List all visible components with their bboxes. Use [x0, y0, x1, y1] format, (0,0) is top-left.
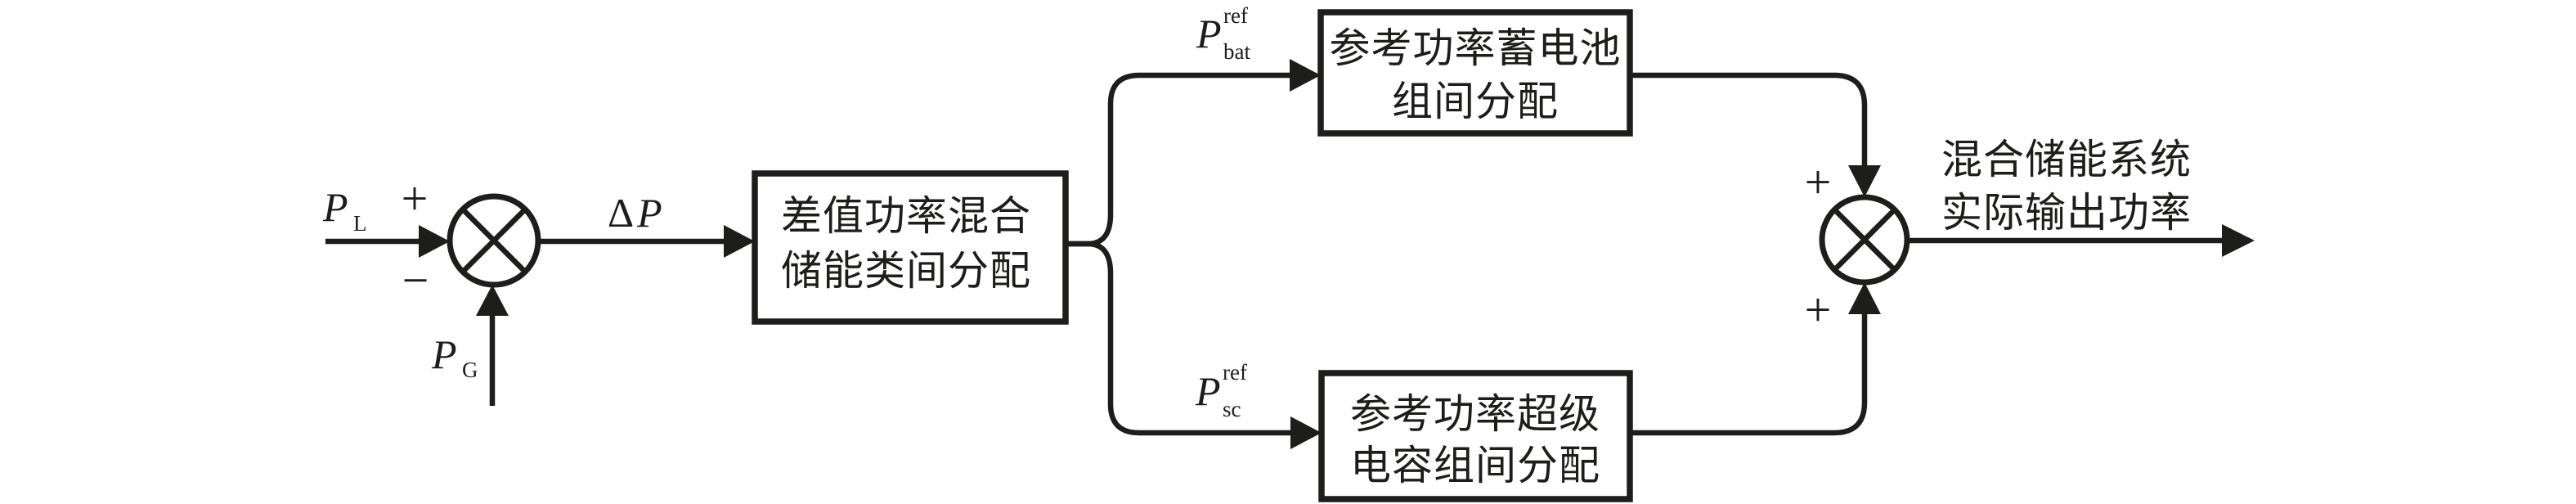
wire-fork-top [1066, 72, 1293, 247]
arrowhead-gen-input [476, 285, 509, 316]
block-class-allocation-box [752, 170, 1069, 325]
wire-supercap-output [1630, 313, 1868, 436]
output-label-line2: 实际输出功率 [1941, 190, 2192, 236]
block-battery-allocation-box [1317, 9, 1633, 137]
block-battery-allocation-line1: 参考功率蓄电池 [1330, 25, 1622, 71]
block-class-allocation-line2: 储能类间分配 [781, 248, 1031, 294]
label-load-power-base: P [322, 184, 348, 230]
sign-sum1-minus: − [402, 254, 429, 307]
block-battery-allocation-line2: 组间分配 [1392, 79, 1559, 124]
summing-junction-1 [447, 193, 541, 288]
arrowhead-sum2-top [1848, 165, 1881, 197]
label-gen-power-sub: G [462, 358, 478, 382]
arrowhead-system-output [2222, 224, 2255, 257]
block-class-allocation: 差值功率混合 储能类间分配 [752, 170, 1069, 325]
summing-junction-2 [1819, 194, 1910, 286]
block-battery-allocation: 参考功率蓄电池 组间分配 [1317, 9, 1633, 137]
label-load-power: P L [322, 184, 367, 236]
label-battery-ref-sup: ref [1223, 3, 1248, 28]
label-supercap-ref-power: P ref sc [1195, 360, 1250, 421]
label-supercap-ref-sub: sc [1223, 397, 1241, 421]
label-gen-power-base: P [431, 331, 457, 377]
arrowhead-battery-input [1290, 59, 1321, 92]
wire-battery-output [1630, 72, 1868, 169]
sign-sum2-bottom-plus: + [1805, 283, 1832, 336]
arrowhead-sum2-bottom [1848, 282, 1881, 314]
label-delta-power-base: P [636, 190, 662, 236]
label-gen-power: P G [431, 331, 478, 382]
summing-junction-1-cross-b [460, 207, 527, 274]
block-supercap-allocation-line1: 参考功率超级 [1350, 391, 1600, 437]
output-label: 混合储能系统 实际输出功率 [1941, 137, 2192, 236]
label-delta-power-prefix: Δ [608, 190, 634, 236]
wire-fork-bottom [1066, 241, 1293, 436]
label-supercap-ref-sup: ref [1223, 360, 1247, 385]
label-supercap-ref-base: P [1195, 368, 1221, 414]
block-class-allocation-line1: 差值功率混合 [781, 193, 1031, 239]
label-battery-ref-base: P [1196, 11, 1222, 56]
sign-sum1-plus: + [402, 172, 429, 225]
arrowhead-load-input [419, 225, 450, 258]
label-battery-ref-sub: bat [1223, 39, 1250, 64]
label-load-power-sub: L [353, 211, 367, 236]
summing-junction-2-cross-b [1832, 207, 1897, 272]
arrowhead-supercap-input [1290, 416, 1322, 449]
block-supercap-allocation-box [1318, 370, 1633, 502]
label-battery-ref-power: P ref bat [1196, 3, 1251, 64]
sign-sum2-top-plus: + [1805, 155, 1832, 209]
label-delta-power: Δ P [608, 190, 662, 236]
block-supercap-allocation-line2: 电容组间分配 [1350, 443, 1600, 488]
block-supercap-allocation: 参考功率超级 电容组间分配 [1318, 370, 1633, 502]
output-label-line1: 混合储能系统 [1941, 137, 2192, 182]
arrowhead-delta-power [724, 225, 755, 258]
